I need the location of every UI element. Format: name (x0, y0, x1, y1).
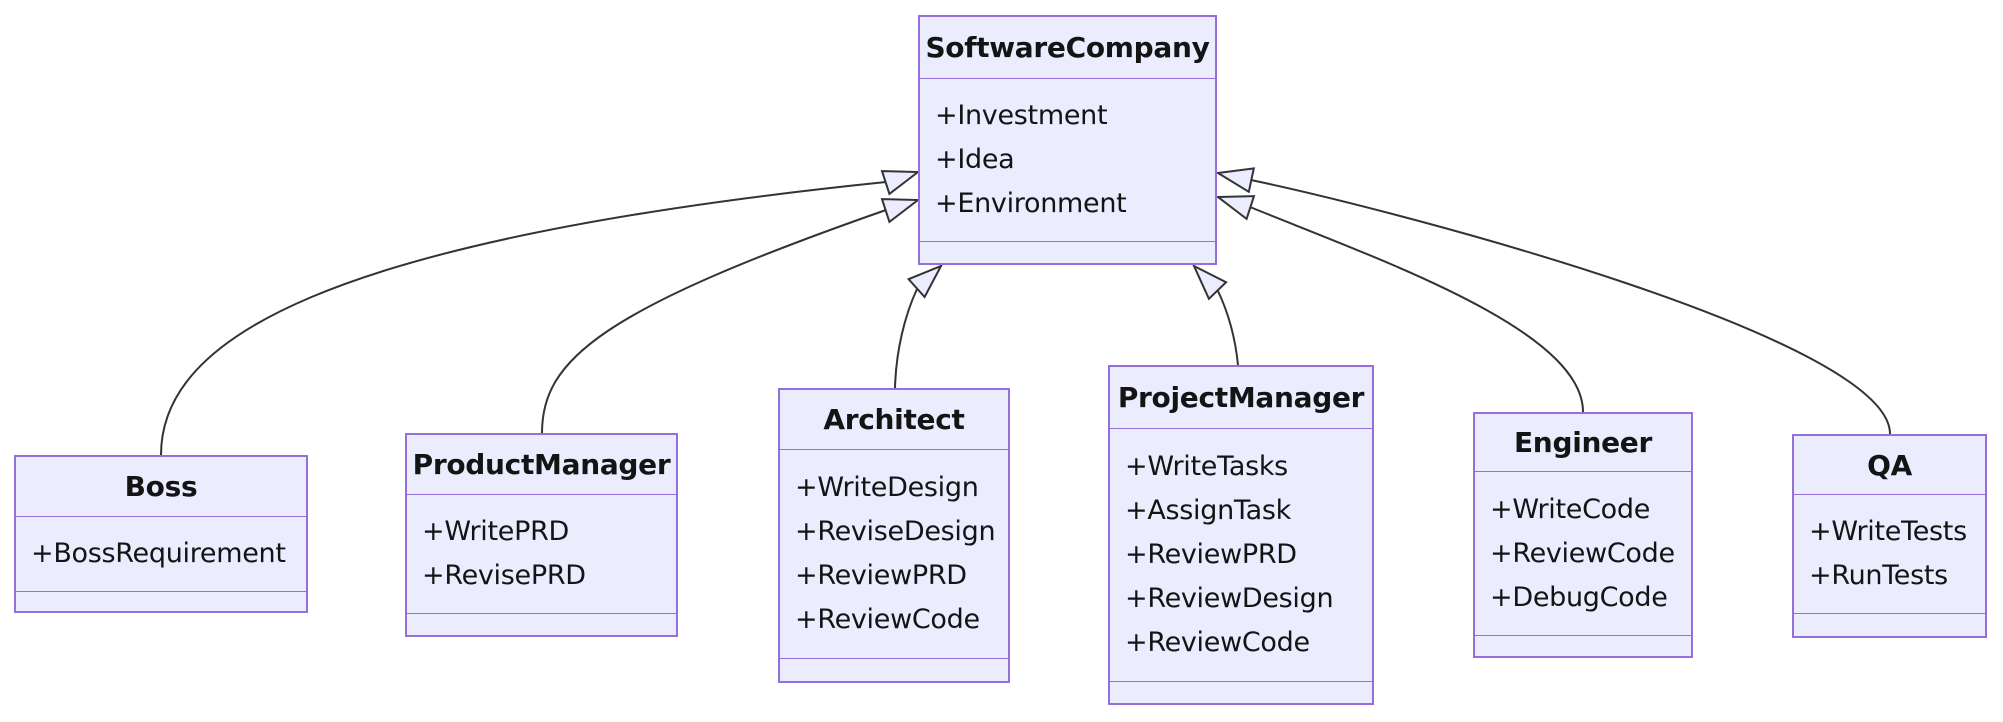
class-member: +ReviewCode (1125, 627, 1310, 658)
edge-qa-inheritance (1250, 179, 1891, 435)
class-member: +ReviewDesign (1125, 583, 1334, 614)
class-member: +ReviewPRD (1125, 539, 1297, 570)
class-member: +AssignTask (1125, 495, 1291, 526)
edge-productmanager-inheritance (541, 209, 887, 434)
inheritance-arrowhead-productmanager (880, 198, 921, 224)
class-title-softwarecompany: SoftwareCompany (920, 17, 1215, 79)
class-methods-empty-qa (1794, 613, 1985, 636)
class-title-productmanager: ProductManager (407, 435, 676, 495)
class-box-boss: Boss +BossRequirement (14, 455, 308, 613)
edge-engineer-inheritance (1249, 206, 1584, 413)
class-methods-empty-softwarecompany (920, 241, 1215, 263)
class-member: +Environment (935, 188, 1127, 219)
class-member: +WritePRD (422, 516, 570, 547)
inheritance-arrowhead-engineer (1215, 195, 1256, 221)
class-methods-empty-architect (780, 658, 1008, 681)
class-methods-empty-productmanager (407, 613, 676, 635)
class-members-projectmanager: +WriteTasks +AssignTask +ReviewPRD +Revi… (1110, 429, 1372, 681)
edge-boss-inheritance (160, 181, 887, 456)
class-box-softwarecompany: SoftwareCompany +Investment +Idea +Envir… (918, 15, 1217, 265)
class-title-engineer: Engineer (1475, 414, 1691, 472)
class-methods-empty-boss (16, 591, 306, 611)
edge-projectmanager-inheritance (1217, 290, 1239, 366)
class-box-productmanager: ProductManager +WritePRD +RevisePRD (405, 433, 678, 637)
class-member: +DebugCode (1490, 581, 1668, 613)
class-box-engineer: Engineer +WriteCode +ReviewCode +DebugCo… (1473, 412, 1693, 658)
class-members-boss: +BossRequirement (16, 517, 306, 591)
class-members-qa: +WriteTests +RunTests (1794, 495, 1985, 613)
class-member: +RevisePRD (422, 560, 586, 591)
class-member: +Investment (935, 100, 1108, 131)
class-box-architect: Architect +WriteDesign +ReviseDesign +Re… (778, 388, 1010, 683)
class-member: +RunTests (1809, 560, 1948, 591)
inheritance-arrowhead-qa (1215, 167, 1256, 194)
class-title-qa: QA (1794, 436, 1985, 495)
inheritance-arrowhead-architect (906, 264, 944, 299)
class-member: +WriteDesign (795, 472, 979, 503)
class-member: +BossRequirement (31, 538, 286, 569)
class-methods-empty-engineer (1475, 635, 1691, 656)
class-member: +WriteCode (1490, 493, 1651, 525)
class-member: +WriteTasks (1125, 451, 1288, 482)
class-box-qa: QA +WriteTests +RunTests (1792, 434, 1987, 638)
inheritance-arrowhead-projectmanager (1191, 263, 1228, 301)
class-member: +WriteTests (1809, 516, 1967, 547)
class-title-architect: Architect (780, 390, 1008, 450)
class-title-projectmanager: ProjectManager (1110, 367, 1372, 429)
class-member: +Idea (935, 144, 1015, 175)
class-member: +ReviseDesign (795, 516, 996, 547)
class-members-productmanager: +WritePRD +RevisePRD (407, 495, 676, 613)
edge-architect-inheritance (894, 288, 918, 389)
class-members-softwarecompany: +Investment +Idea +Environment (920, 79, 1215, 241)
inheritance-arrowhead-boss (880, 170, 921, 196)
class-title-boss: Boss (16, 457, 306, 517)
class-methods-empty-projectmanager (1110, 681, 1372, 703)
class-member: +ReviewPRD (795, 560, 967, 591)
class-members-architect: +WriteDesign +ReviseDesign +ReviewPRD +R… (780, 450, 1008, 658)
class-box-projectmanager: ProjectManager +WriteTasks +AssignTask +… (1108, 365, 1374, 705)
class-members-engineer: +WriteCode +ReviewCode +DebugCode (1475, 472, 1691, 635)
class-member: +ReviewCode (795, 604, 980, 635)
class-member: +ReviewCode (1490, 537, 1675, 569)
